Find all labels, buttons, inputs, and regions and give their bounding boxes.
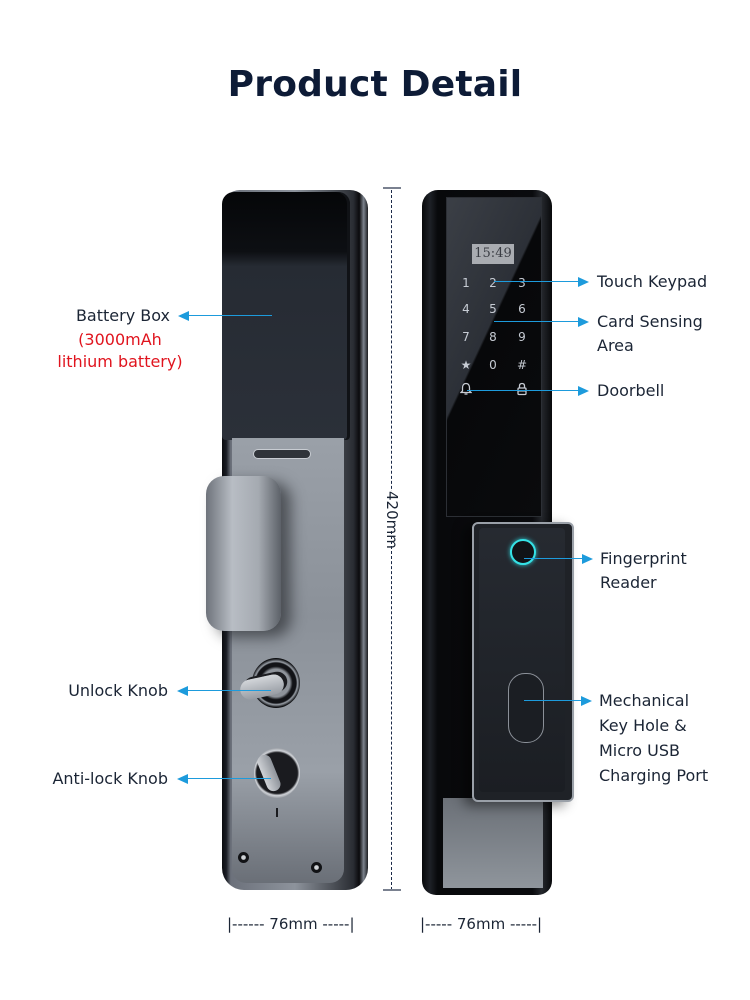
arrow-right-icon bbox=[582, 554, 593, 564]
keypad-key: 1 bbox=[462, 276, 470, 290]
time-display: 15:49 bbox=[472, 244, 514, 264]
fingerprint-module-face bbox=[479, 528, 565, 792]
fingerprint-sensor-icon bbox=[510, 539, 536, 565]
callout-keyhole-line2: Key Hole & bbox=[599, 716, 687, 735]
keypad-key: # bbox=[516, 358, 528, 372]
callout-battery-box: Battery Box bbox=[75, 306, 170, 325]
callout-fingerprint-line1: Fingerprint bbox=[600, 549, 687, 568]
callout-unlock-knob: Unlock Knob bbox=[68, 681, 168, 700]
screw-icon bbox=[238, 852, 249, 863]
keypad-key: 7 bbox=[462, 330, 470, 344]
callout-touch-keypad: Touch Keypad bbox=[597, 272, 708, 291]
callout-keyhole-line1: Mechanical bbox=[599, 691, 690, 710]
arrow-left-icon bbox=[178, 311, 189, 321]
callout-line bbox=[494, 281, 578, 283]
keypad-key: 3 bbox=[518, 276, 526, 290]
callout-fingerprint-line2: Reader bbox=[600, 573, 657, 592]
arrow-right-icon bbox=[578, 386, 589, 396]
callout-card-sensing-line1: Card Sensing bbox=[597, 312, 703, 331]
callout-line bbox=[187, 778, 271, 780]
arrow-right-icon bbox=[578, 317, 589, 327]
keypad-key: 5 bbox=[489, 302, 497, 316]
callout-keyhole-line4: Charging Port bbox=[599, 766, 709, 785]
keyhole-cover bbox=[508, 673, 544, 743]
keypad-key: 0 bbox=[489, 358, 497, 372]
lower-metal-panel bbox=[443, 798, 543, 888]
arrow-left-icon bbox=[177, 686, 188, 696]
battery-note-line1: (3000mAh bbox=[78, 330, 162, 349]
callout-line bbox=[524, 700, 581, 702]
keypad-key: 8 bbox=[489, 330, 497, 344]
height-dimension-line bbox=[391, 190, 392, 890]
page-title: Product Detail bbox=[227, 64, 523, 105]
left-width-dimension: |------ 76mm -----| bbox=[227, 915, 355, 933]
right-width-dimension: |----- 76mm -----| bbox=[420, 915, 543, 933]
bell-icon bbox=[460, 382, 472, 395]
position-mark bbox=[276, 808, 278, 817]
arrow-right-icon bbox=[581, 696, 592, 706]
dimension-cap-top bbox=[383, 187, 401, 189]
callout-line bbox=[494, 321, 578, 323]
height-dimension-label: 420mm bbox=[383, 491, 401, 549]
callout-line bbox=[467, 390, 578, 392]
battery-note-line2: lithium battery) bbox=[57, 352, 183, 371]
callout-doorbell: Doorbell bbox=[597, 381, 665, 400]
indicator-slot bbox=[253, 449, 311, 459]
callout-line bbox=[188, 315, 272, 317]
keypad-key: 6 bbox=[518, 302, 526, 316]
arrow-left-icon bbox=[177, 774, 188, 784]
callout-card-sensing-line2: Area bbox=[597, 336, 634, 355]
keypad-key: 4 bbox=[462, 302, 470, 316]
screw-icon bbox=[311, 862, 322, 873]
dimension-cap-bottom bbox=[383, 889, 401, 891]
lock-icon bbox=[517, 382, 527, 396]
keypad-key: 9 bbox=[518, 330, 526, 344]
callout-line bbox=[187, 690, 271, 692]
callout-anti-lock-knob: Anti-lock Knob bbox=[52, 769, 168, 788]
callout-line bbox=[524, 558, 582, 560]
callout-keyhole-line3: Micro USB bbox=[599, 741, 680, 760]
arrow-right-icon bbox=[578, 277, 589, 287]
door-handle bbox=[206, 476, 281, 631]
keypad-key: 2 bbox=[489, 276, 497, 290]
keypad-key: ★ bbox=[460, 358, 472, 372]
